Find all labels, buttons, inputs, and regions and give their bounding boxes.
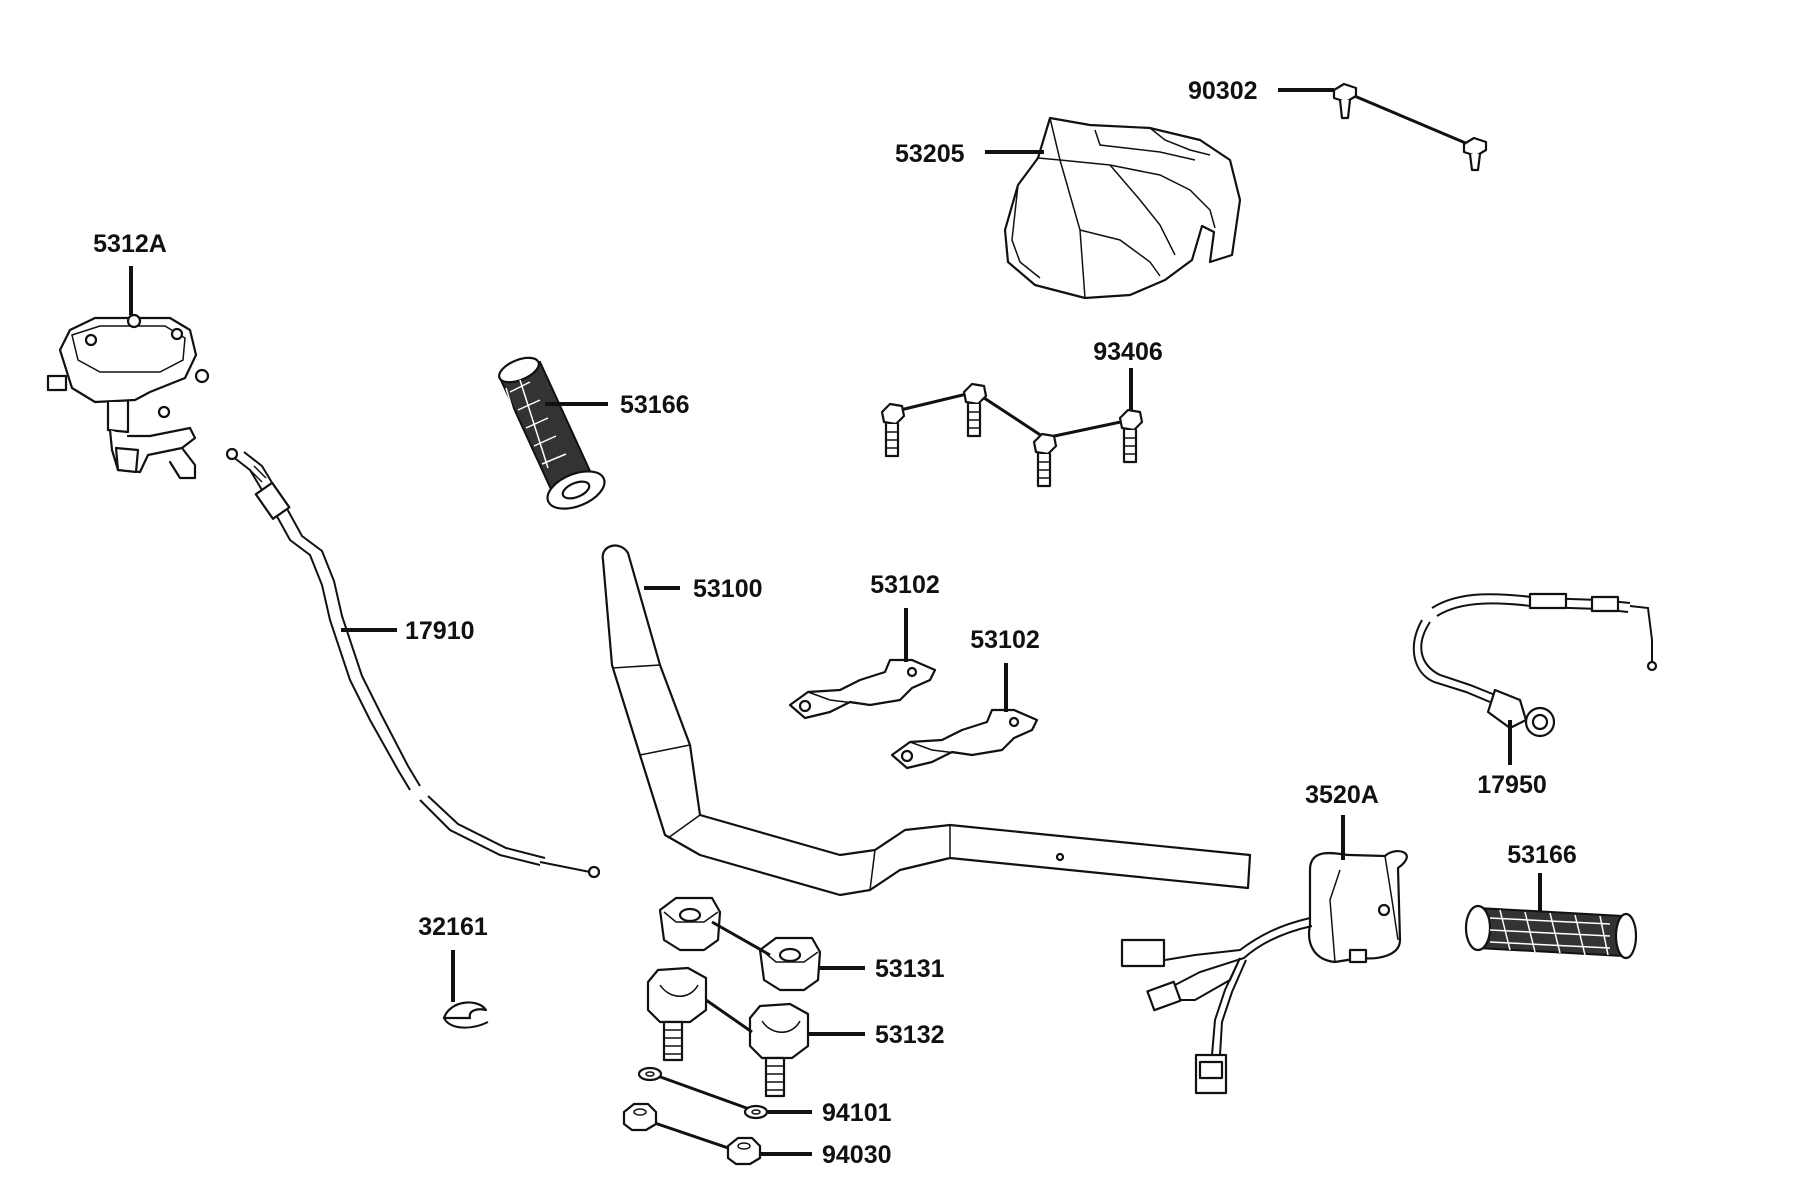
label-53132: 53132: [875, 1021, 945, 1049]
label-53131: 53131: [875, 955, 945, 983]
bolt-set-icon: [880, 382, 1144, 488]
right-grip-icon: [1464, 904, 1638, 960]
handlebar-cover-icon: [1003, 116, 1242, 300]
bracket-icon: [890, 708, 1039, 770]
label-53102-a: 53102: [870, 571, 940, 599]
label-53166-left: 53166: [620, 391, 690, 419]
left-grip-icon: [498, 356, 606, 510]
label-53205: 53205: [895, 140, 965, 168]
handlebar-icon: [601, 544, 1252, 897]
label-93406: 93406: [1093, 338, 1163, 366]
nut-icon: [622, 1102, 762, 1166]
bracket-icon: [788, 658, 937, 720]
clip-icon: [442, 1001, 489, 1029]
label-53166-right: 53166: [1507, 841, 1577, 869]
brake-cable-icon: [225, 447, 601, 879]
label-5312A: 5312A: [93, 230, 167, 258]
label-90302: 90302: [1188, 77, 1258, 105]
switch-assembly-icon: [1120, 850, 1408, 1095]
lower-clamp-icon: [646, 966, 810, 1098]
label-3520A: 3520A: [1305, 781, 1379, 809]
label-94101: 94101: [822, 1099, 892, 1127]
label-53102-b: 53102: [970, 626, 1040, 654]
label-94030: 94030: [822, 1141, 892, 1169]
upper-clamp-icon: [658, 896, 822, 992]
screw-icon: [1332, 82, 1488, 172]
brake-master-cylinder-icon: [46, 313, 210, 480]
label-32161: 32161: [418, 913, 488, 941]
label-17950: 17950: [1477, 771, 1547, 799]
throttle-cable-icon: [1413, 592, 1658, 738]
label-53100: 53100: [693, 575, 763, 603]
label-17910: 17910: [405, 617, 475, 645]
washer-icon: [637, 1066, 769, 1120]
